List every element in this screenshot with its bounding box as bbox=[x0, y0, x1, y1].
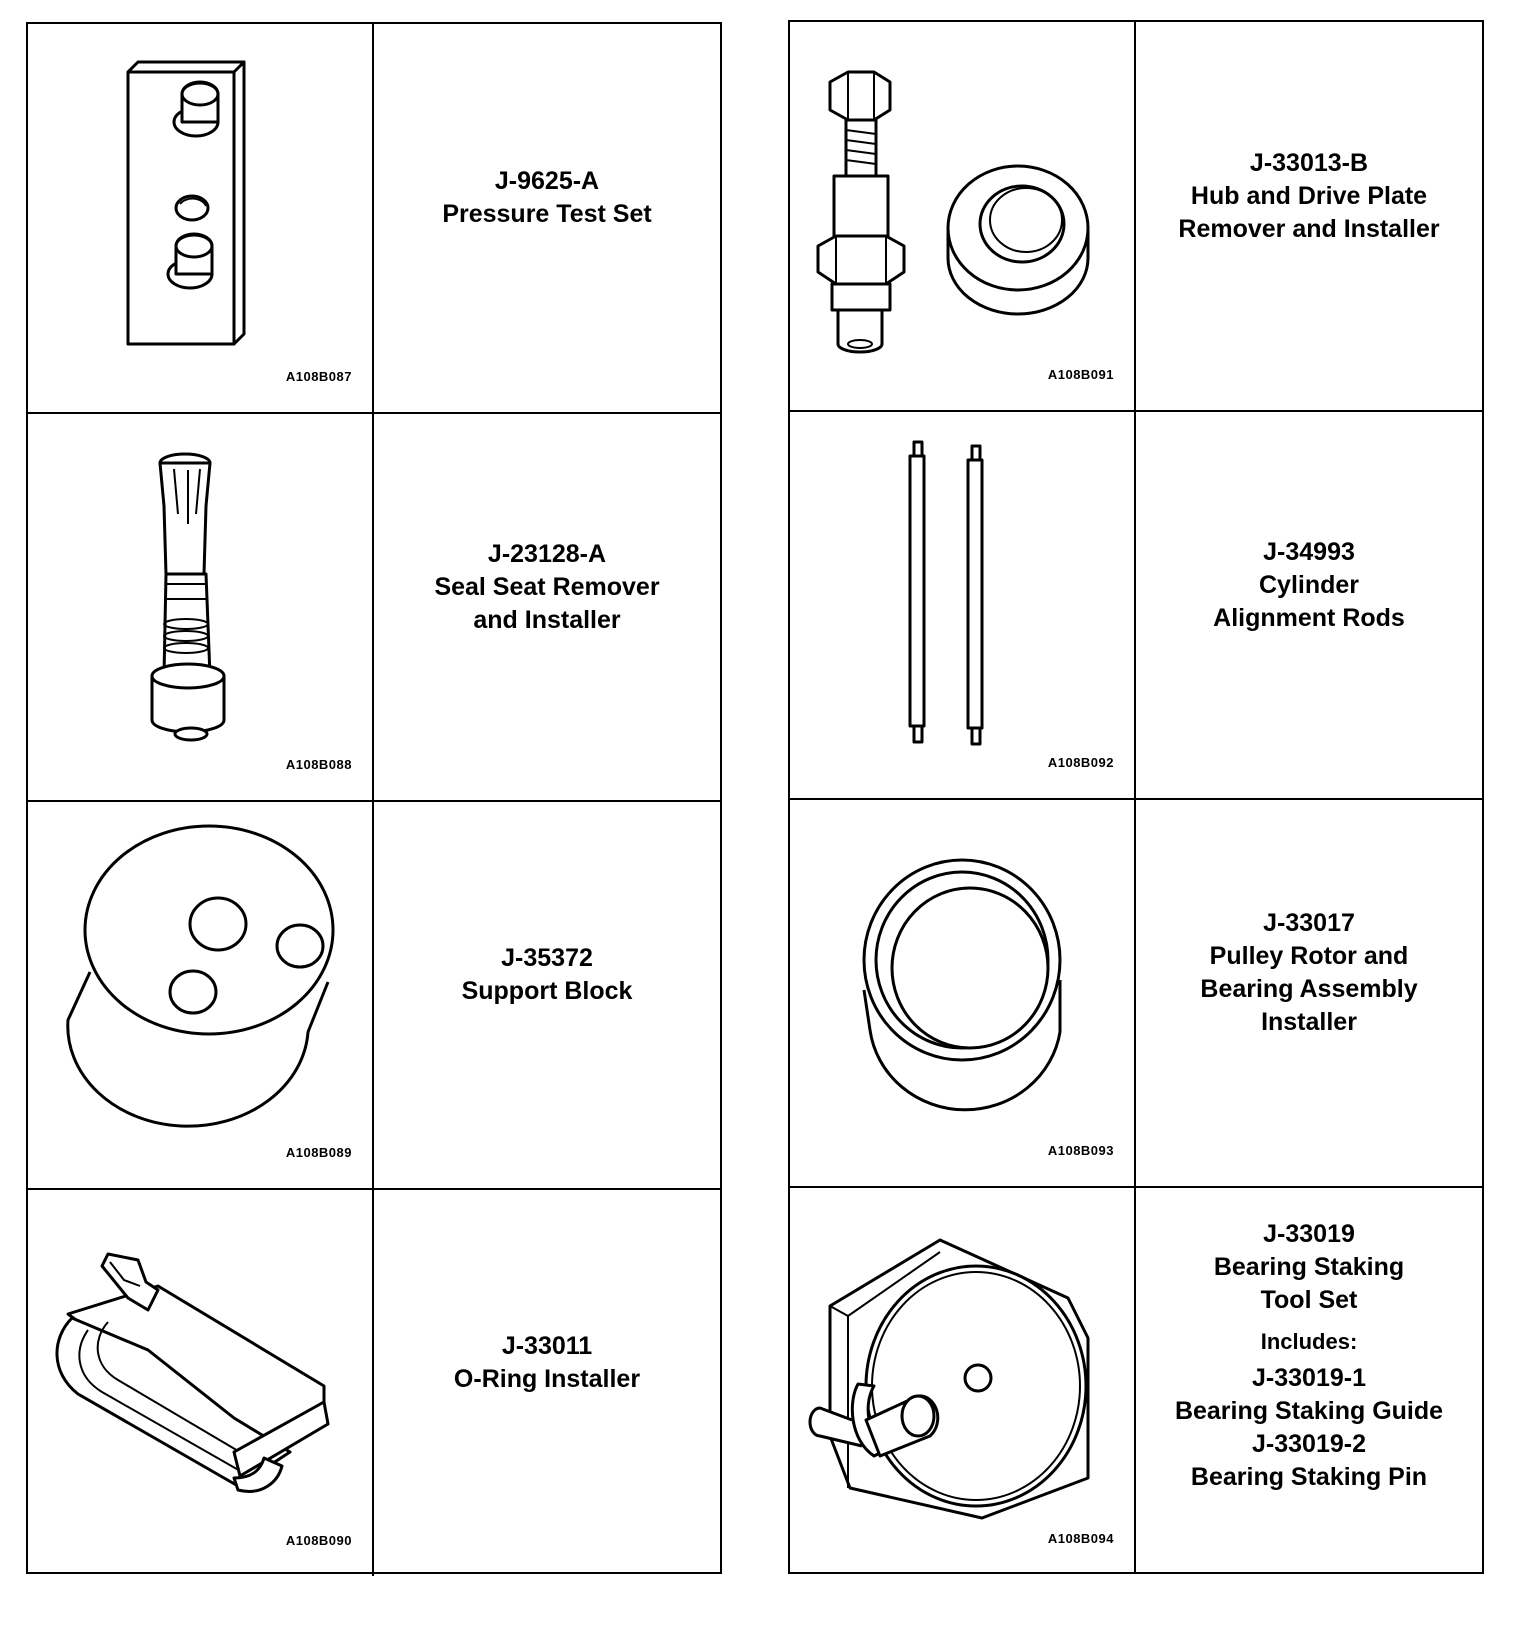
tool-description: J-33011 O-Ring Installer bbox=[374, 1190, 720, 1576]
included-part-number: J-33019-2 bbox=[1252, 1430, 1366, 1458]
tool-name-line: Hub and Drive Plate bbox=[1190, 181, 1428, 210]
tool-description: J-35372 Support Block bbox=[374, 802, 720, 1188]
tool-illustration-cell: A108B093 bbox=[790, 800, 1136, 1186]
o-ring-installer-icon bbox=[55, 1252, 330, 1493]
tool-name-line: Alignment Rods bbox=[1213, 603, 1405, 632]
tool-row: A108B088 J-23128-A Seal Seat Remover and… bbox=[28, 412, 720, 800]
included-part-name: Bearing Staking Pin bbox=[1190, 1463, 1428, 1491]
tool-description: J-33019 Bearing Staking Tool Set Include… bbox=[1136, 1188, 1482, 1574]
tool-row: A108B090 J-33011 O-Ring Installer bbox=[28, 1188, 720, 1576]
pressure-test-set-icon bbox=[126, 60, 246, 346]
tool-part-number: J-34993 bbox=[1263, 537, 1355, 566]
tool-illustration-cell: A108B089 bbox=[28, 802, 374, 1188]
figure-code: A108B091 bbox=[1047, 367, 1114, 382]
tool-part-number: J-33019 bbox=[1263, 1220, 1355, 1248]
pulley-rotor-installer-icon bbox=[862, 858, 1062, 1112]
tool-row: A108B093 J-33017 Pulley Rotor and Bearin… bbox=[790, 798, 1482, 1186]
tool-name-line: Tool Set bbox=[1260, 1286, 1358, 1314]
seal-seat-tool-icon bbox=[150, 452, 226, 742]
tool-description: J-33013-B Hub and Drive Plate Remover an… bbox=[1136, 22, 1482, 410]
tool-part-number: J-23128-A bbox=[487, 539, 607, 568]
tool-table-left: A108B087 J-9625-A Pressure Test Set bbox=[26, 22, 722, 1576]
figure-code: A108B090 bbox=[285, 1533, 352, 1548]
tool-part-number: J-33013-B bbox=[1249, 148, 1369, 177]
tool-part-number: J-33011 bbox=[501, 1332, 593, 1360]
tool-row: A108B092 J-34993 Cylinder Alignment Rods bbox=[790, 410, 1482, 798]
tool-name-line: Support Block bbox=[461, 977, 633, 1005]
figure-code: A108B093 bbox=[1047, 1143, 1114, 1158]
tool-name-line: O-Ring Installer bbox=[453, 1365, 641, 1393]
tool-part-number: J-35372 bbox=[501, 944, 593, 972]
tool-name-line: Seal Seat Remover bbox=[434, 572, 660, 601]
tool-name-line: Bearing Staking bbox=[1213, 1253, 1405, 1281]
included-part-number: J-33019-1 bbox=[1252, 1364, 1366, 1392]
tool-table-right: A108B091 J-33013-B Hub and Drive Plate R… bbox=[788, 20, 1484, 1574]
figure-code: A108B088 bbox=[285, 757, 352, 772]
tool-row: A108B089 J-35372 Support Block bbox=[28, 800, 720, 1188]
tool-illustration-cell: A108B091 bbox=[790, 22, 1136, 410]
tool-row: A108B091 J-33013-B Hub and Drive Plate R… bbox=[790, 22, 1482, 410]
tool-name-line: and Installer bbox=[473, 605, 621, 634]
tool-name-line: Bearing Assembly bbox=[1200, 975, 1418, 1003]
figure-code: A108B089 bbox=[285, 1145, 352, 1160]
tool-name-line: Pulley Rotor and bbox=[1209, 942, 1409, 970]
tool-part-number: J-33017 bbox=[1263, 909, 1355, 937]
tool-part-number: J-9625-A bbox=[494, 167, 600, 195]
tool-row: A108B094 J-33019 Bearing Staking Tool Se… bbox=[790, 1186, 1482, 1574]
tool-illustration-cell: A108B088 bbox=[28, 414, 374, 800]
tool-name-line: Cylinder bbox=[1258, 570, 1360, 599]
figure-code: A108B094 bbox=[1047, 1531, 1114, 1546]
alignment-rods-icon bbox=[908, 440, 984, 746]
figure-code: A108B087 bbox=[285, 369, 352, 384]
tool-description: J-34993 Cylinder Alignment Rods bbox=[1136, 412, 1482, 798]
tool-illustration-cell: A108B087 bbox=[28, 24, 374, 412]
tool-description: J-9625-A Pressure Test Set bbox=[374, 24, 720, 412]
hub-drive-plate-tool-icon bbox=[816, 70, 1090, 354]
tool-description: J-33017 Pulley Rotor and Bearing Assembl… bbox=[1136, 800, 1482, 1186]
tool-description: J-23128-A Seal Seat Remover and Installe… bbox=[374, 414, 720, 800]
tool-name-line: Remover and Installer bbox=[1178, 214, 1440, 243]
bearing-staking-tool-icon bbox=[808, 1238, 1090, 1520]
includes-label: Includes: bbox=[1260, 1329, 1358, 1354]
tool-illustration-cell: A108B094 bbox=[790, 1188, 1136, 1574]
support-block-icon bbox=[66, 824, 335, 1128]
tool-illustration-cell: A108B092 bbox=[790, 412, 1136, 798]
tool-name-line: Pressure Test Set bbox=[442, 200, 652, 228]
tool-name-line: Installer bbox=[1261, 1008, 1357, 1036]
figure-code: A108B092 bbox=[1047, 755, 1114, 770]
tool-row: A108B087 J-9625-A Pressure Test Set bbox=[28, 24, 720, 412]
tool-illustration-cell: A108B090 bbox=[28, 1190, 374, 1576]
included-part-name: Bearing Staking Guide bbox=[1174, 1397, 1444, 1425]
